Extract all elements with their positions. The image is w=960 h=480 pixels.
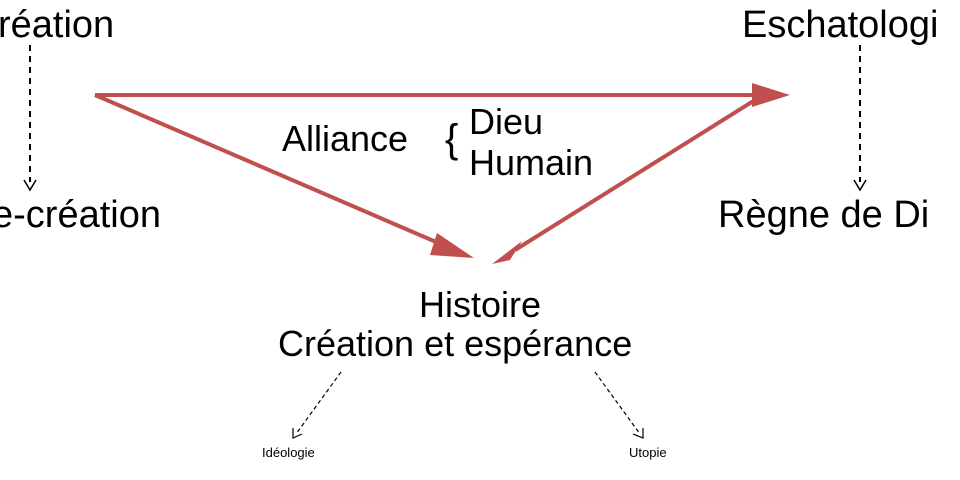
arrowhead-history-left [430,233,474,258]
node-ideology: Idéologie [262,445,315,460]
dashed-arrowhead-ideology [292,428,303,439]
alliance-label: Alliance [282,118,409,159]
node-history: Histoire [419,284,542,325]
arrow-creation-to-history [94,93,451,250]
node-eschatology: Eschatologi [742,4,939,46]
alliance-member-human: Humain [469,142,594,183]
node-creation: réation [0,4,115,46]
dashed-arrowhead-left [23,179,37,192]
node-re-creation: e-création [0,194,161,236]
node-reign-of-god: Règne de Di [718,194,930,236]
dashed-arrowhead-right [853,179,867,192]
arrow-eschatology-to-history [513,98,757,252]
alliance-member-god: Dieu [469,101,544,142]
node-creation-hope: Création et espérance [278,323,633,364]
dashed-connector-utopia [594,371,641,435]
arrowhead-eschatology [752,83,790,107]
dashed-connector-ideology [295,371,342,435]
arrowhead-history-right [492,241,528,264]
node-utopia: Utopie [629,445,667,460]
dashed-arrowhead-utopia [632,428,644,439]
alliance-brace: { [445,117,459,161]
